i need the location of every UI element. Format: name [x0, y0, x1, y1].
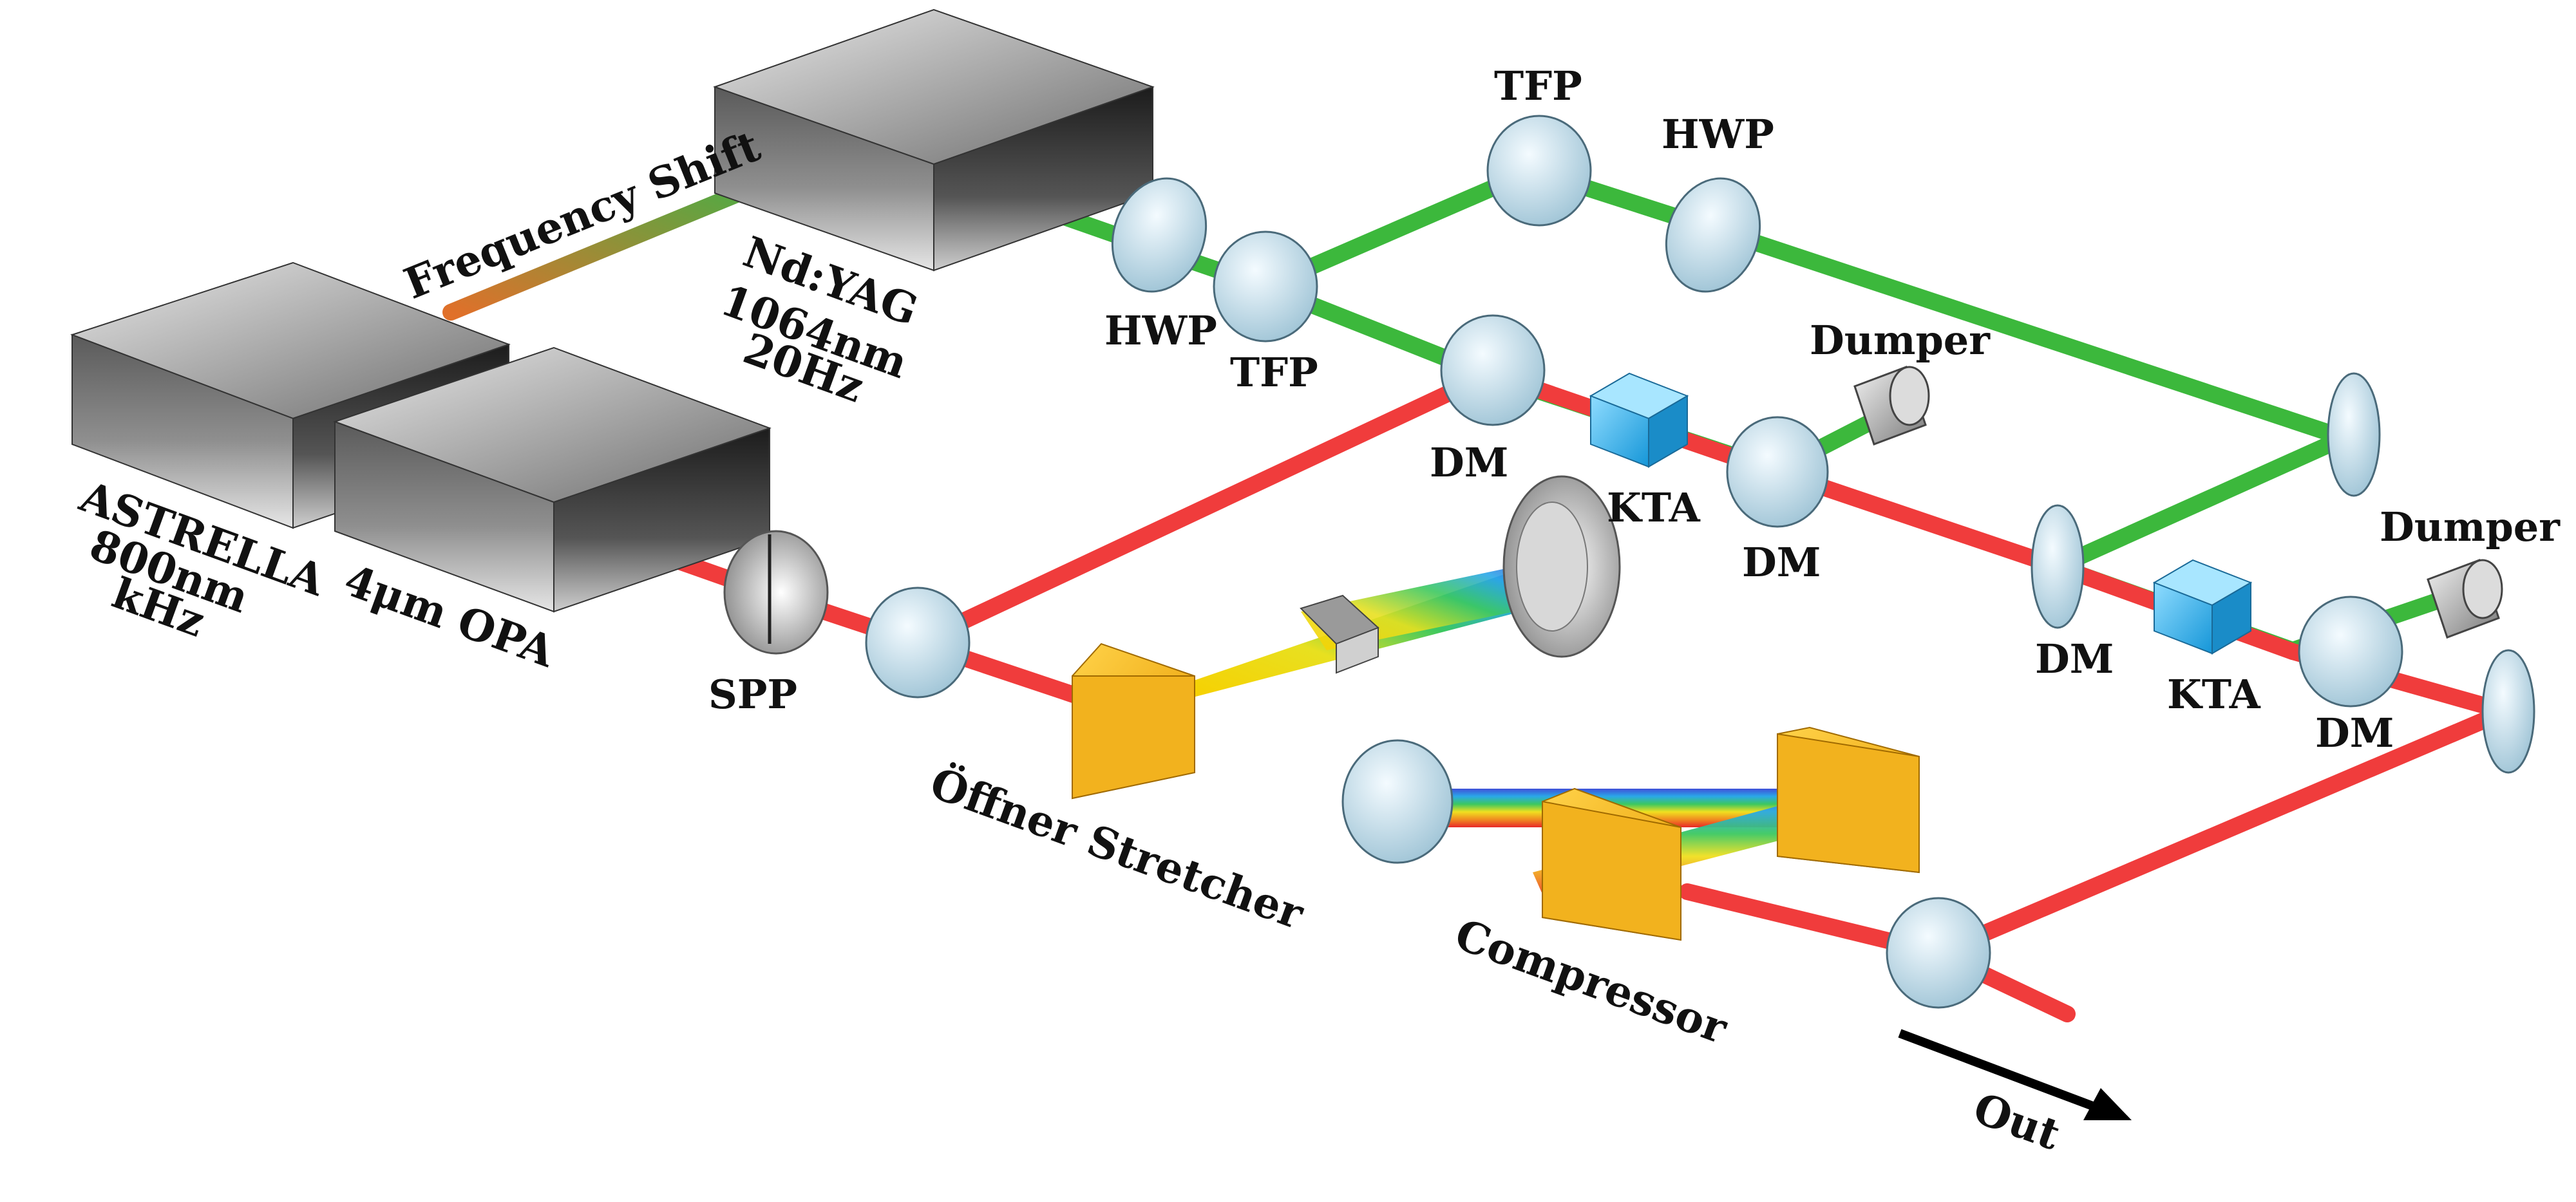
- dm-optic: [1440, 314, 1546, 426]
- hwp-label: HWP: [1104, 307, 1217, 354]
- output-arrow: [1898, 1029, 2132, 1120]
- mirror-optic: [2327, 372, 2381, 497]
- kta-crystal: [2152, 559, 2253, 655]
- mirror-optic: [1886, 897, 1991, 1009]
- mirror-optic: [2481, 649, 2535, 774]
- tfp-optic: [1213, 230, 1318, 343]
- beam-dumper: [1853, 366, 1930, 446]
- mirror-optic: [1341, 739, 1454, 864]
- spp-plate: [723, 530, 829, 655]
- dm-label: DM: [1742, 539, 1821, 586]
- dm-optic: [2031, 504, 2085, 629]
- dm-optic: [2298, 596, 2403, 708]
- hwp-optic: [1665, 177, 1761, 293]
- beam-dumper: [2427, 559, 2503, 639]
- offner-stretcher: [1072, 475, 1621, 800]
- optics: [865, 115, 2535, 1009]
- kta-label: KTA: [2167, 671, 2261, 718]
- dm-optic: [1726, 416, 1829, 528]
- kta-label: KTA: [1607, 484, 1701, 531]
- compressor-gratings: [1542, 726, 1920, 941]
- dumper-label: Dumper: [2380, 503, 2561, 550]
- tfp-label: TFP: [1230, 349, 1318, 396]
- opa-box: [332, 346, 772, 613]
- dm-label: DM: [2315, 709, 2394, 756]
- ndyag-box: [712, 8, 1155, 272]
- dm-label: DM: [1430, 439, 1508, 486]
- dm-label: DM: [2035, 635, 2114, 682]
- dumper-label: Dumper: [1810, 317, 1991, 364]
- hwp-optic: [1111, 177, 1208, 293]
- hwp-label: HWP: [1662, 111, 1774, 158]
- tfp-label: TFP: [1494, 62, 1582, 109]
- spp-label: SPP: [708, 671, 797, 718]
- mirror-optic: [865, 587, 971, 699]
- compressor-label: Compressor: [1449, 909, 1735, 1054]
- frequency-shift-label: Frequency Shift: [397, 120, 768, 309]
- kta-crystal: [1589, 372, 1689, 468]
- tfp-optic: [1486, 115, 1592, 227]
